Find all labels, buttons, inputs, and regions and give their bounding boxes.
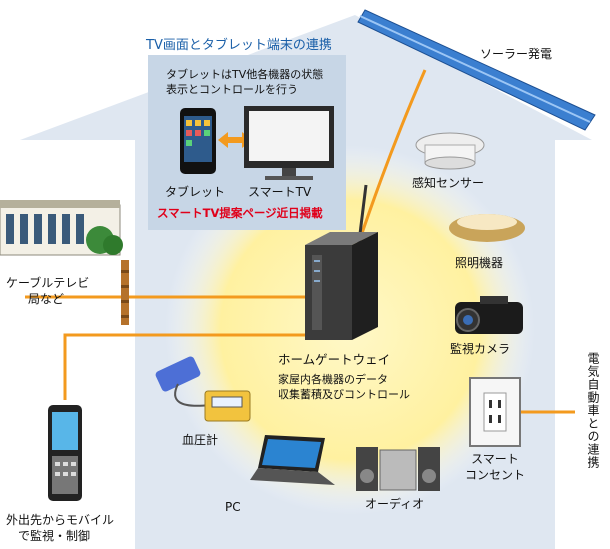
smart-tv-icon <box>244 106 334 180</box>
solar-link <box>356 69 427 246</box>
audio-label: オーディオ <box>365 497 425 511</box>
outlet-label-line1: スマート <box>471 452 519 466</box>
gateway-title: ホームゲートウェイ <box>278 352 391 367</box>
gateway-desc-line2: 収集蓄積及びコントロール <box>278 388 410 401</box>
gateway-desc-line1: 家屋内各機器のデータ <box>278 373 388 386</box>
mobile-link <box>63 333 305 400</box>
lighting-icon <box>449 214 525 242</box>
pc-label: PC <box>225 500 241 514</box>
cable-label-line2: 局など <box>28 292 65 306</box>
notice-link[interactable]: スマートTV提案ページ近日掲載 <box>157 206 323 220</box>
panel-title: TV画面とタブレット端末の連携 <box>146 38 332 53</box>
catv-pole <box>121 260 129 325</box>
home-gateway-icon <box>305 184 378 340</box>
tablet-icon <box>180 108 216 174</box>
panel-desc-line1: タブレットはTV他各機器の状態 <box>166 68 324 81</box>
mobile-label-line1: 外出先からモバイル <box>6 513 115 527</box>
mobile-label-line2: で監視・制御 <box>18 529 91 543</box>
camera-label: 監視カメラ <box>450 342 511 356</box>
audio-icon <box>356 447 440 491</box>
ev-label: 電気自動車との連携 <box>586 352 600 469</box>
lighting-label: 照明機器 <box>455 256 504 270</box>
pc-icon <box>250 435 335 485</box>
sync-arrow-icon <box>218 132 252 148</box>
mobile-phone-icon <box>48 405 82 501</box>
outlet-label-line2: コンセント <box>464 468 525 482</box>
sensor-icon <box>415 132 485 170</box>
tablet-label: タブレット <box>165 185 226 199</box>
solar-label: ソーラー発電 <box>480 47 553 61</box>
camera-icon <box>455 296 523 334</box>
cable-label-line1: ケーブルテレビ <box>6 276 90 290</box>
tv-label: スマートTV <box>248 185 312 199</box>
sensor-label: 感知センサー <box>412 176 485 190</box>
bp-monitor-label: 血圧計 <box>182 433 219 447</box>
bp-monitor-icon <box>155 356 251 422</box>
cable-tv-building-icon <box>0 200 123 256</box>
panel-desc-line2: 表示とコントロールを行う <box>166 83 298 96</box>
connection-lines <box>25 69 575 414</box>
outlet-icon <box>469 377 521 447</box>
